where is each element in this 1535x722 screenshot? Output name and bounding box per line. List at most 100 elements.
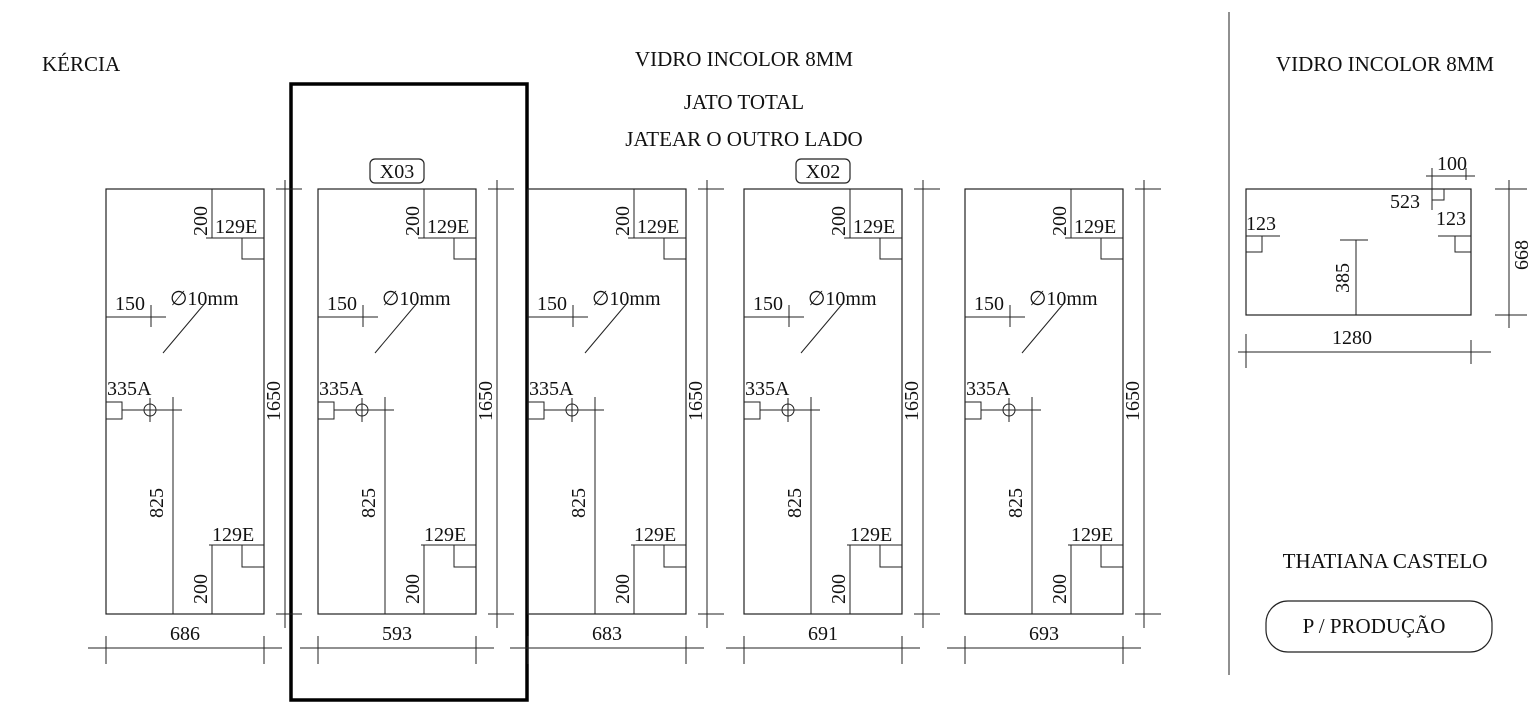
vertical-dim-label: 825 xyxy=(358,488,380,518)
top-hole-label: 129E xyxy=(1074,216,1116,238)
finish-line-1: JATO TOTAL xyxy=(684,90,804,114)
panel-width: 683 xyxy=(592,623,622,645)
top-hole-marker xyxy=(879,237,903,260)
left-hole-label: 123 xyxy=(1246,213,1276,235)
diameter-label: ∅10mm xyxy=(592,288,661,310)
panel-height: 1650 xyxy=(475,381,497,421)
top-hole-label: 129E xyxy=(853,216,895,238)
vertical-dim-label: 385 xyxy=(1332,263,1354,293)
bottom-hole-marker xyxy=(241,544,265,568)
bottom-hole-marker xyxy=(1100,544,1124,568)
panel-height: 1650 xyxy=(263,381,285,421)
panel-tag-box xyxy=(369,158,425,184)
side-offset-label: 150 xyxy=(753,293,783,315)
diameter-leader xyxy=(374,301,419,354)
top-offset-label: 200 xyxy=(1049,206,1071,236)
vertical-dim-label: 825 xyxy=(1005,488,1027,518)
top-hole-marker xyxy=(663,237,687,260)
top-offset-label: 200 xyxy=(190,206,212,236)
panel-height: 1650 xyxy=(901,381,923,421)
top-hole-marker xyxy=(453,237,477,260)
right-hole-label: 123 xyxy=(1436,208,1466,230)
production-status-label: P / PRODUÇÃO xyxy=(1303,614,1446,638)
diameter-leader xyxy=(584,301,629,354)
top-offset-label: 200 xyxy=(612,206,634,236)
top-offset-label: 200 xyxy=(828,206,850,236)
hinge-marker xyxy=(105,401,123,420)
hinge-label: 335A xyxy=(529,378,574,400)
bottom-hole-marker xyxy=(453,544,477,568)
top-offset-label: 200 xyxy=(402,206,424,236)
client-name: KÉRCIA xyxy=(42,52,121,76)
notch-offset: 523 xyxy=(1390,191,1420,213)
panel-width: 686 xyxy=(170,623,200,645)
vertical-dim-label: 825 xyxy=(146,488,168,518)
right-hole-marker xyxy=(1454,235,1472,253)
diameter-leader xyxy=(800,301,845,354)
bottom-hole-marker xyxy=(879,544,903,568)
side-offset-label: 150 xyxy=(537,293,567,315)
bottom-hole-label: 129E xyxy=(212,524,254,546)
vertical-dim-label: 825 xyxy=(568,488,590,518)
panel-height: 1650 xyxy=(1122,381,1144,421)
top-hole-marker xyxy=(1100,237,1124,260)
hinge-marker xyxy=(964,401,982,420)
top-hole-label: 129E xyxy=(215,216,257,238)
notch-width: 100 xyxy=(1437,153,1467,175)
panel-tag: X02 xyxy=(806,161,840,183)
right-panel-width: 1280 xyxy=(1332,327,1372,349)
side-offset-label: 150 xyxy=(974,293,1004,315)
vertical-dim-label: 825 xyxy=(784,488,806,518)
side-offset-label: 150 xyxy=(115,293,145,315)
bottom-offset-label: 200 xyxy=(828,574,850,604)
bottom-hole-label: 129E xyxy=(850,524,892,546)
panel-outline xyxy=(105,188,265,615)
bottom-offset-label: 200 xyxy=(190,574,212,604)
top-hole-label: 129E xyxy=(427,216,469,238)
hinge-label: 335A xyxy=(966,378,1011,400)
panel-outline xyxy=(964,188,1124,615)
right-panel-notch xyxy=(1431,188,1445,201)
diameter-label: ∅10mm xyxy=(808,288,877,310)
diameter-label: ∅10mm xyxy=(170,288,239,310)
finish-line-2: JATEAR O OUTRO LADO xyxy=(625,127,862,151)
right-panel[interactable]: 100 523 123 123 385 1280 668 xyxy=(1238,153,1533,368)
bottom-hole-label: 129E xyxy=(424,524,466,546)
diameter-leader xyxy=(162,301,207,354)
left-hole-marker xyxy=(1245,235,1263,253)
right-glass-title: VIDRO INCOLOR 8MM xyxy=(1276,52,1495,76)
panel-outline xyxy=(743,188,903,615)
diameter-leader xyxy=(1021,301,1066,354)
top-hole-label: 129E xyxy=(637,216,679,238)
panel-tag-box xyxy=(795,158,851,184)
hinge-label: 335A xyxy=(745,378,790,400)
hinge-label: 335A xyxy=(319,378,364,400)
panel-outline xyxy=(317,188,477,615)
hinge-marker xyxy=(743,401,761,420)
panel-width: 593 xyxy=(382,623,412,645)
bottom-hole-label: 129E xyxy=(634,524,676,546)
diameter-label: ∅10mm xyxy=(1029,288,1098,310)
diameter-label: ∅10mm xyxy=(382,288,451,310)
bottom-hole-marker xyxy=(663,544,687,568)
right-panel-height: 668 xyxy=(1511,240,1533,270)
panel-outline xyxy=(527,188,687,615)
panel-width: 691 xyxy=(808,623,838,645)
bottom-offset-label: 200 xyxy=(402,574,424,604)
selection-frame[interactable] xyxy=(289,82,529,702)
production-status-button[interactable]: P / PRODUÇÃO xyxy=(1265,600,1493,653)
panel-width: 693 xyxy=(1029,623,1059,645)
customer-name: THATIANA CASTELO xyxy=(1283,549,1488,573)
hinge-marker xyxy=(527,401,545,420)
panel-height: 1650 xyxy=(685,381,707,421)
panel-tag: X03 xyxy=(380,161,414,183)
panels-layer: 129E200150∅10mm335A825129E2001650686129E… xyxy=(88,158,1161,664)
hinge-label: 335A xyxy=(107,378,152,400)
bottom-offset-label: 200 xyxy=(612,574,634,604)
